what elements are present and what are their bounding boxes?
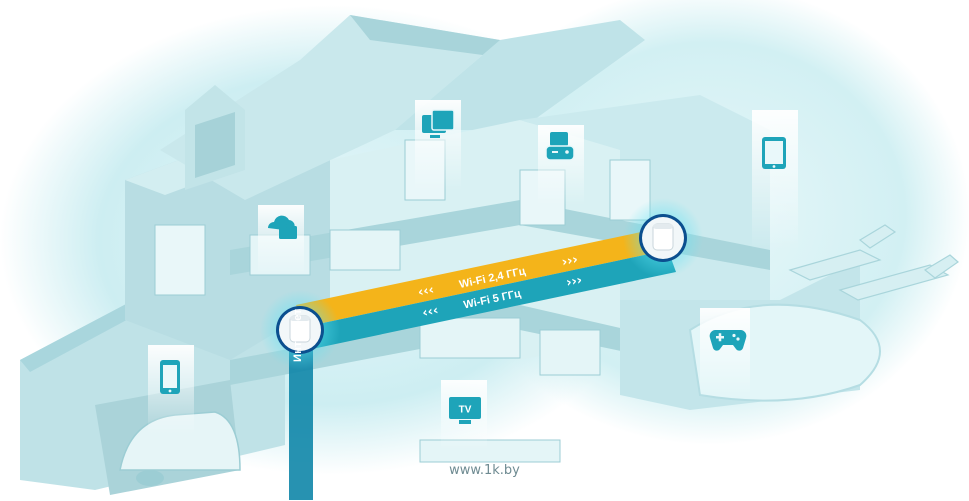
- desktop-monitor-icon: [422, 109, 455, 138]
- cloud-folder-icon: [268, 215, 297, 239]
- wifi-5-arrows-left: ‹‹‹: [421, 303, 440, 321]
- gamepad-icon: [709, 330, 747, 351]
- wifi-band-2-4: [296, 228, 668, 327]
- router-node-right: [623, 198, 703, 278]
- tv-icon: TV: [449, 397, 481, 424]
- router-icon: [652, 223, 674, 251]
- svg-text:TV: TV: [459, 405, 472, 416]
- game-device-icon: [545, 132, 575, 161]
- wifi-5-arrows-right: ›››: [565, 273, 584, 291]
- smartphone-icon: [160, 360, 180, 394]
- router-icon: [289, 315, 311, 343]
- tablet-icon: [762, 137, 786, 169]
- signal-beams: [148, 100, 798, 450]
- watermark: www.1k.by: [449, 463, 520, 478]
- router-node-left: [260, 290, 340, 370]
- internet-label: Интернет: [292, 308, 304, 362]
- wifi-24-arrows-left: ‹‹‹: [417, 283, 436, 301]
- wifi-band-5: [304, 250, 676, 349]
- wifi-24-arrows-right: ›››: [560, 252, 579, 270]
